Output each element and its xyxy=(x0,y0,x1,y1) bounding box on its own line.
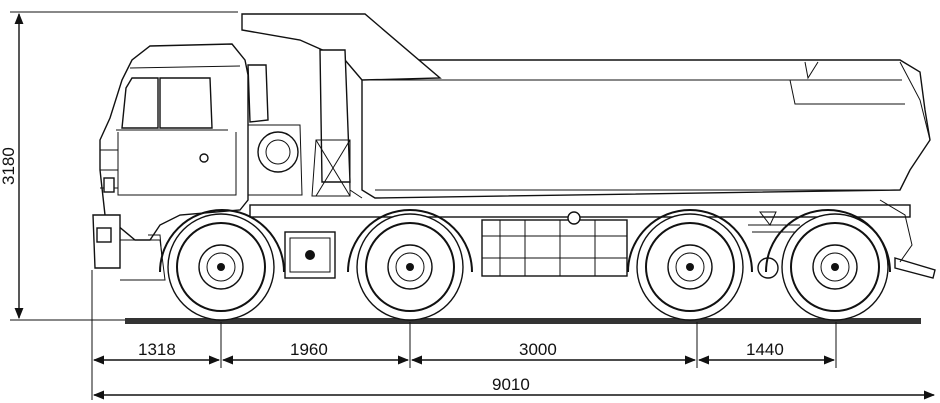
segment-label-1: 1318 xyxy=(138,340,176,359)
ground-bar xyxy=(125,318,921,324)
segment-label-2: 1960 xyxy=(290,340,328,359)
wheel-4 xyxy=(781,213,889,321)
cab xyxy=(92,43,303,281)
wheel-3 xyxy=(636,213,744,321)
wheel-arches xyxy=(159,209,891,273)
battery-box xyxy=(284,231,336,279)
segment-label-3: 3000 xyxy=(519,340,557,359)
wheel-2 xyxy=(356,213,464,321)
wheel-1 xyxy=(167,213,275,321)
segment-label-4: 1440 xyxy=(746,340,784,359)
total-label: 9010 xyxy=(492,375,530,394)
dump-body xyxy=(241,13,931,199)
fuel-tank xyxy=(481,219,628,277)
segment-dimensions: 1318 1960 3000 1440 xyxy=(92,340,836,365)
height-label: 3180 xyxy=(0,147,18,185)
height-dimension: 3180 xyxy=(0,11,238,321)
total-dimension: 9010 xyxy=(92,375,936,400)
extension-lines xyxy=(91,270,837,400)
